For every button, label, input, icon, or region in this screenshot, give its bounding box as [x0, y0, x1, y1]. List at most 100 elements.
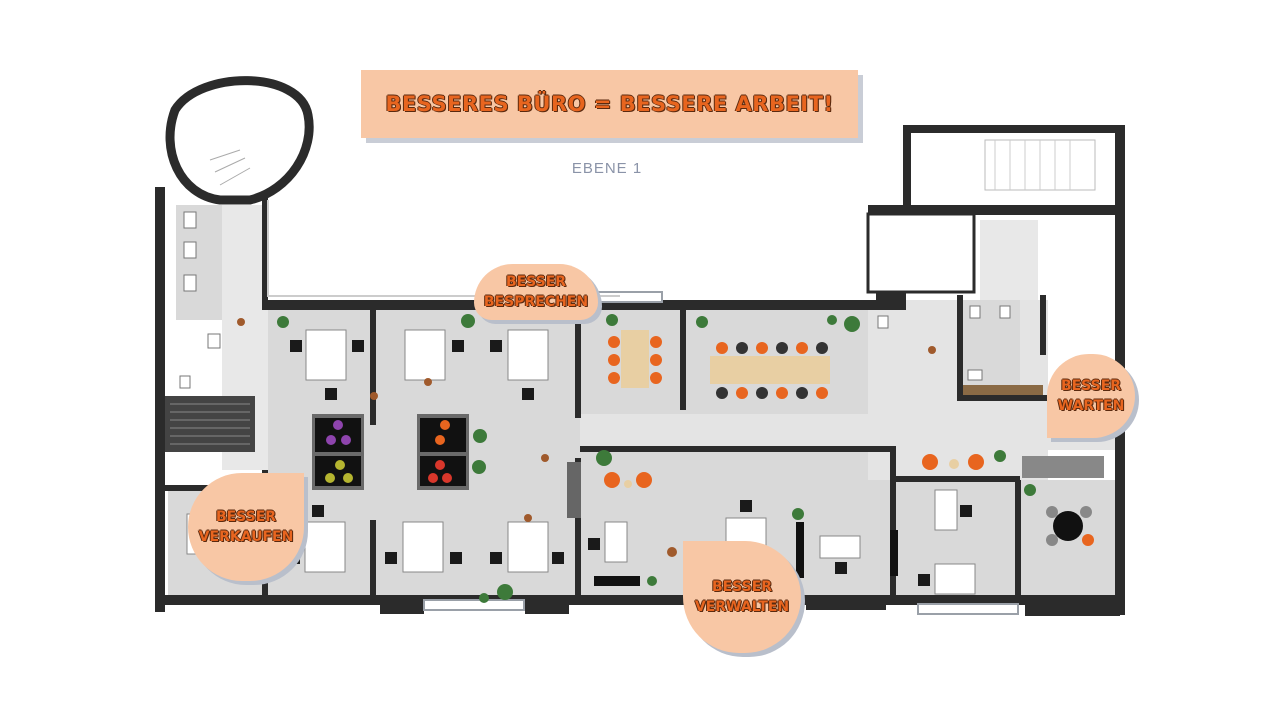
chair — [588, 538, 600, 550]
chair — [290, 340, 302, 352]
plant — [994, 450, 1006, 462]
wall — [575, 310, 581, 418]
floor-service-right — [980, 220, 1038, 300]
wall — [370, 310, 376, 425]
wall — [890, 446, 896, 600]
plant — [277, 316, 289, 328]
wall — [1025, 598, 1120, 616]
wall — [806, 604, 886, 610]
desk — [404, 329, 446, 381]
zone-label-line: VERWALTEN — [694, 599, 790, 615]
zone-label-line: BESSER — [215, 509, 277, 525]
wall — [957, 295, 963, 400]
wall — [903, 125, 1125, 133]
chair — [452, 340, 464, 352]
wall — [1015, 480, 1021, 600]
wall — [580, 446, 890, 452]
meeting-tables — [608, 330, 830, 399]
chair — [918, 574, 930, 586]
elevator-shaft — [866, 212, 976, 294]
desk — [819, 535, 861, 559]
desk — [507, 329, 549, 381]
plant — [497, 584, 513, 600]
wall — [380, 600, 424, 614]
sanitary-fixtures — [179, 211, 1011, 389]
wall — [957, 395, 1047, 401]
bench — [594, 576, 640, 586]
zone-label-line: VERKAUFEN — [198, 529, 294, 545]
lounge-furniture — [594, 385, 1094, 586]
wall — [262, 198, 268, 308]
lounge-table — [1053, 511, 1083, 541]
desk — [304, 521, 346, 573]
counter — [963, 385, 1043, 395]
people — [237, 318, 936, 557]
chair — [352, 340, 364, 352]
window — [423, 599, 525, 611]
chairs — [288, 340, 972, 586]
conference-table — [710, 356, 830, 384]
plant — [606, 314, 618, 326]
desk — [507, 521, 549, 573]
wall — [155, 595, 1125, 605]
chair — [312, 505, 324, 517]
plant — [1024, 484, 1036, 496]
chair — [385, 552, 397, 564]
plant — [461, 314, 475, 328]
chair — [552, 552, 564, 564]
wall — [155, 187, 165, 612]
partition — [796, 522, 804, 578]
chair — [325, 388, 337, 400]
wall — [575, 458, 581, 598]
chair — [740, 500, 752, 512]
plant — [696, 316, 708, 328]
stair-right — [1022, 456, 1104, 478]
desk — [934, 489, 958, 531]
desk — [934, 563, 976, 595]
stairs — [165, 139, 1104, 518]
zone-label-line: BESPRECHEN — [483, 294, 589, 310]
floor-label: EBENE 1 — [571, 160, 643, 177]
chair — [835, 562, 847, 574]
chair — [490, 340, 502, 352]
zone-bubble-verkaufen: BESSER VERKAUFEN — [188, 473, 304, 581]
plant — [827, 315, 837, 325]
window — [917, 603, 1019, 615]
chair — [450, 552, 462, 564]
wall — [868, 205, 978, 213]
plant — [479, 593, 489, 603]
meeting-table-small — [621, 330, 649, 388]
zone-label-line: BESSER — [711, 579, 773, 595]
plant — [844, 316, 860, 332]
spiral-stair-tower — [165, 76, 314, 205]
plants — [277, 314, 1036, 603]
plant — [596, 450, 612, 466]
title-banner: BESSERES BÜRO = BESSERE ARBEIT! — [361, 70, 858, 138]
zone-bubble-warten: BESSER WARTEN — [1047, 354, 1135, 438]
wall — [890, 476, 1020, 482]
zone-label-line: BESSER — [505, 274, 567, 290]
zone-label-line: BESSER — [1060, 378, 1122, 394]
plant — [647, 576, 657, 586]
desk — [402, 521, 444, 573]
chair — [960, 505, 972, 517]
chair — [490, 552, 502, 564]
desk — [604, 521, 628, 563]
wall — [950, 205, 1115, 215]
desk — [305, 329, 347, 381]
zone-bubble-besprechen: BESSER BESPRECHEN — [474, 264, 598, 320]
wall — [876, 290, 906, 310]
wall — [1040, 295, 1046, 355]
plant — [472, 460, 486, 474]
partition — [890, 530, 898, 576]
plant — [792, 508, 804, 520]
zone-label-line: WARTEN — [1057, 398, 1125, 414]
page-title: BESSERES BÜRO = BESSERE ARBEIT! — [385, 92, 834, 116]
wall — [680, 310, 686, 410]
wall — [525, 600, 569, 614]
phone-booths — [312, 414, 469, 490]
stair-left — [165, 396, 255, 452]
windows — [423, 291, 1019, 615]
plant — [473, 429, 487, 443]
